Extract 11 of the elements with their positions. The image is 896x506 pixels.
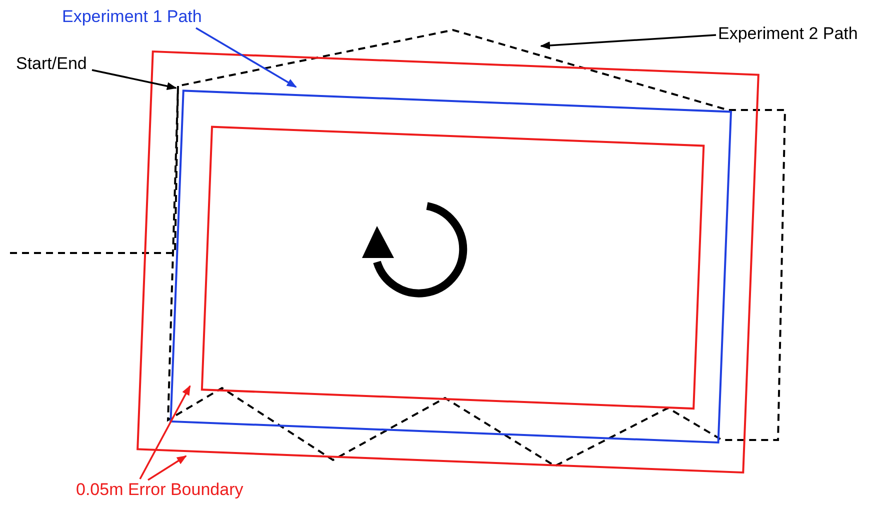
boundary-rectangle xyxy=(200,126,705,410)
leader-line xyxy=(196,27,297,88)
path-label: 0.05m Error Boundary xyxy=(76,480,244,500)
leader-line xyxy=(148,455,187,481)
path-label: Experiment 2 Path xyxy=(718,24,858,44)
leader-line xyxy=(540,34,716,50)
leader-line xyxy=(139,385,191,480)
path-label: Start/End xyxy=(16,54,87,74)
path-rectangle xyxy=(170,90,732,444)
path-label: Experiment 1 Path xyxy=(62,7,202,27)
leader-line xyxy=(92,69,177,90)
